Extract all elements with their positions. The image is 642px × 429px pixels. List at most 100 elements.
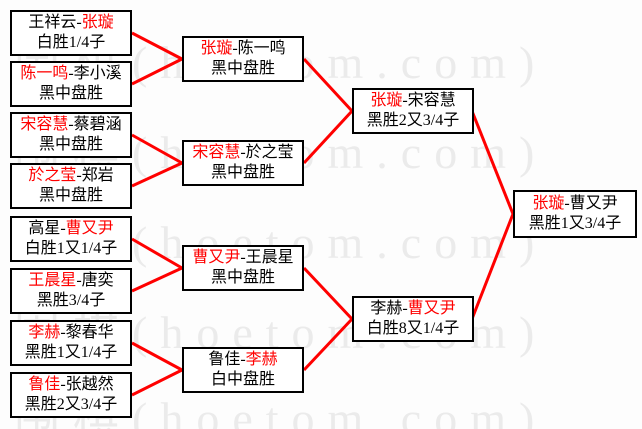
player1-name: 王晨星 [28, 272, 77, 289]
match-box-round1-8: 鲁佳-张越然 黑胜2又3/4子 [10, 372, 132, 418]
player2-name: 王晨星 [245, 249, 294, 266]
connector-line [131, 133, 183, 165]
match-box-round1-4: 於之莹-郑岩 黑中盘胜 [10, 163, 132, 209]
match-players: 张璇-陈一鸣 [184, 39, 302, 59]
connector-line [131, 341, 183, 372]
match-result: 黑胜3/4子 [36, 292, 106, 309]
player1-name: 张璇 [200, 40, 233, 57]
connector-line [131, 237, 183, 270]
match-players: 李赫-曹又尹 [354, 299, 472, 319]
player2-name: 郑岩 [81, 167, 114, 184]
match-box-round2-1: 张璇-陈一鸣 黑中盘胜 [182, 36, 304, 82]
match-box-round2-4: 鲁佳-李赫 白中盘胜 [182, 347, 304, 393]
match-box-round1-2: 陈一鸣-李小溪 黑中盘胜 [10, 61, 132, 107]
connector-line [302, 317, 354, 372]
match-result: 黑中盘胜 [38, 187, 103, 204]
match-result: 黑胜2又3/4子 [366, 112, 460, 129]
player2-name: 张越然 [65, 376, 114, 393]
connector-line [131, 31, 183, 61]
match-result: 白中盘胜 [210, 371, 275, 388]
connector-line [131, 266, 183, 293]
match-result: 白胜1又1/4子 [24, 240, 118, 257]
players-separator: - [402, 300, 408, 317]
match-players: 宋容慧-於之莹 [184, 143, 302, 163]
players-separator: - [402, 92, 408, 109]
player2-name: 於之莹 [245, 144, 294, 161]
match-box-round2-2: 宋容慧-於之莹 黑中盘胜 [182, 140, 304, 186]
match-result: 白胜8又1/4子 [366, 320, 460, 337]
match-players: 王祥云-张璇 [12, 13, 130, 33]
player1-name: 宋容慧 [192, 144, 241, 161]
player2-name: 张璇 [81, 14, 114, 31]
match-box-round2-3: 曹又尹-王晨星 黑中盘胜 [182, 245, 304, 291]
player1-name: 鲁佳 [28, 376, 61, 393]
player1-name: 鲁佳 [208, 351, 241, 368]
player2-name: 宋容慧 [407, 92, 456, 109]
match-box-round1-5: 高星-曹又尹 白胜1又1/4子 [10, 216, 132, 262]
players-separator: - [564, 195, 570, 212]
player2-name: 李赫 [245, 351, 278, 368]
match-players: 王晨星-唐奕 [12, 271, 130, 291]
match-players: 於之莹-郑岩 [12, 166, 130, 186]
match-box-round1-1: 王祥云-张璇 白胜1/4子 [10, 10, 132, 56]
match-players: 李赫-黎春华 [12, 323, 130, 343]
match-result: 黑中盘胜 [38, 85, 103, 102]
connector-line [131, 161, 183, 188]
players-separator: - [240, 351, 246, 368]
player2-name: 曹又尹 [65, 220, 114, 237]
match-box-round1-3: 宋容慧-蔡碧涵 黑中盘胜 [10, 112, 132, 158]
player1-name: 李赫 [28, 324, 61, 341]
match-result: 黑胜1又3/4子 [528, 215, 622, 232]
connector-line [131, 57, 183, 86]
match-result: 黑胜1又1/4子 [24, 344, 118, 361]
players-separator: - [240, 249, 246, 266]
match-players: 宋容慧-蔡碧涵 [12, 115, 130, 135]
players-separator: - [68, 65, 74, 82]
match-players: 陈一鸣-李小溪 [12, 64, 130, 84]
player2-name: 黎春华 [65, 324, 114, 341]
connector-line [302, 57, 354, 113]
connector-line [302, 109, 354, 165]
connector-line [470, 110, 515, 215]
player2-name: 唐奕 [81, 272, 114, 289]
match-players: 高星-曹又尹 [12, 219, 130, 239]
match-box-final: 张璇-曹又尹 黑胜1又3/4子 [513, 190, 637, 238]
match-players: 张璇-宋容慧 [354, 91, 472, 111]
player1-name: 於之莹 [28, 167, 77, 184]
match-box-round1-6: 王晨星-唐奕 黑胜3/4子 [10, 268, 132, 314]
match-result: 黑中盘胜 [38, 136, 103, 153]
players-separator: - [60, 220, 66, 237]
players-separator: - [60, 376, 66, 393]
match-result: 黑中盘胜 [210, 60, 275, 77]
player1-name: 李赫 [370, 300, 403, 317]
match-players: 鲁佳-李赫 [184, 350, 302, 370]
players-separator: - [240, 144, 246, 161]
match-result: 黑胜2又3/4子 [24, 396, 118, 413]
connector-line [470, 213, 515, 320]
players-separator: - [76, 272, 82, 289]
match-players: 鲁佳-张越然 [12, 375, 130, 395]
player1-name: 张璇 [532, 195, 565, 212]
match-result: 黑中盘胜 [210, 164, 275, 181]
match-box-semifinal-1: 张璇-宋容慧 黑胜2又3/4子 [352, 88, 474, 134]
players-separator: - [76, 167, 82, 184]
match-players: 张璇-曹又尹 [515, 194, 635, 214]
player2-name: 李小溪 [73, 65, 122, 82]
player1-name: 张璇 [370, 92, 403, 109]
match-result: 白胜1/4子 [36, 34, 106, 51]
player2-name: 陈一鸣 [237, 40, 286, 57]
players-separator: - [232, 40, 238, 57]
player2-name: 曹又尹 [407, 300, 456, 317]
player1-name: 王祥云 [28, 14, 77, 31]
connector-line [131, 368, 183, 397]
match-box-round1-7: 李赫-黎春华 黑胜1又1/4子 [10, 320, 132, 366]
match-box-semifinal-2: 李赫-曹又尹 白胜8又1/4子 [352, 296, 474, 342]
player1-name: 宋容慧 [20, 116, 69, 133]
connector-line [302, 266, 354, 321]
player1-name: 陈一鸣 [20, 65, 69, 82]
player2-name: 曹又尹 [569, 195, 618, 212]
match-result: 黑中盘胜 [210, 269, 275, 286]
players-separator: - [60, 324, 66, 341]
